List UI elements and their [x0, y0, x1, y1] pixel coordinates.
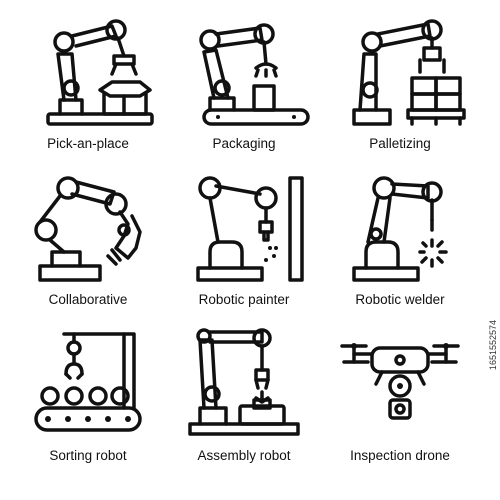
icon-label: Packaging — [212, 136, 276, 151]
stock-id-watermark: 1651552574 — [488, 320, 498, 371]
icon-cell-pick-and-place: Pick-an-place — [10, 12, 166, 168]
icon-cell-collaborative: Collaborative — [10, 168, 166, 324]
packaging-robot-arm-icon — [199, 23, 310, 126]
assembly-robot-arm-icon — [188, 328, 300, 436]
icon-cell-packaging: Packaging — [166, 12, 322, 168]
pick-and-place-robot-arm-icon — [46, 19, 154, 126]
sorting-robot-icon — [34, 332, 142, 432]
icon-grid: Pick-an-place Packaging — [10, 12, 480, 482]
icon-label: Palletizing — [369, 136, 431, 151]
icon-cell-robotic-painter: Robotic painter — [166, 168, 322, 324]
palletizing-robot-arm-icon — [352, 19, 466, 126]
icon-label: Assembly robot — [197, 448, 291, 463]
icon-cell-palletizing: Palletizing — [322, 12, 478, 168]
icon-label: Inspection drone — [350, 448, 450, 463]
painter-robot-arm-icon — [196, 176, 304, 282]
icon-label: Pick-an-place — [47, 136, 129, 151]
welder-robot-arm-icon — [352, 176, 448, 282]
icon-cell-assembly-robot: Assembly robot — [166, 324, 322, 480]
icon-label: Sorting robot — [49, 448, 127, 463]
icon-cell-sorting-robot: Sorting robot — [10, 324, 166, 480]
icon-cell-inspection-drone: Inspection drone — [322, 324, 478, 480]
collaborative-robot-arm-icon — [34, 176, 142, 282]
icon-label: Collaborative — [48, 292, 128, 307]
icon-label: Robotic painter — [198, 292, 290, 307]
icon-cell-robotic-welder: Robotic welder — [322, 168, 478, 324]
inspection-drone-icon — [340, 343, 460, 420]
icon-label: Robotic welder — [355, 292, 445, 307]
